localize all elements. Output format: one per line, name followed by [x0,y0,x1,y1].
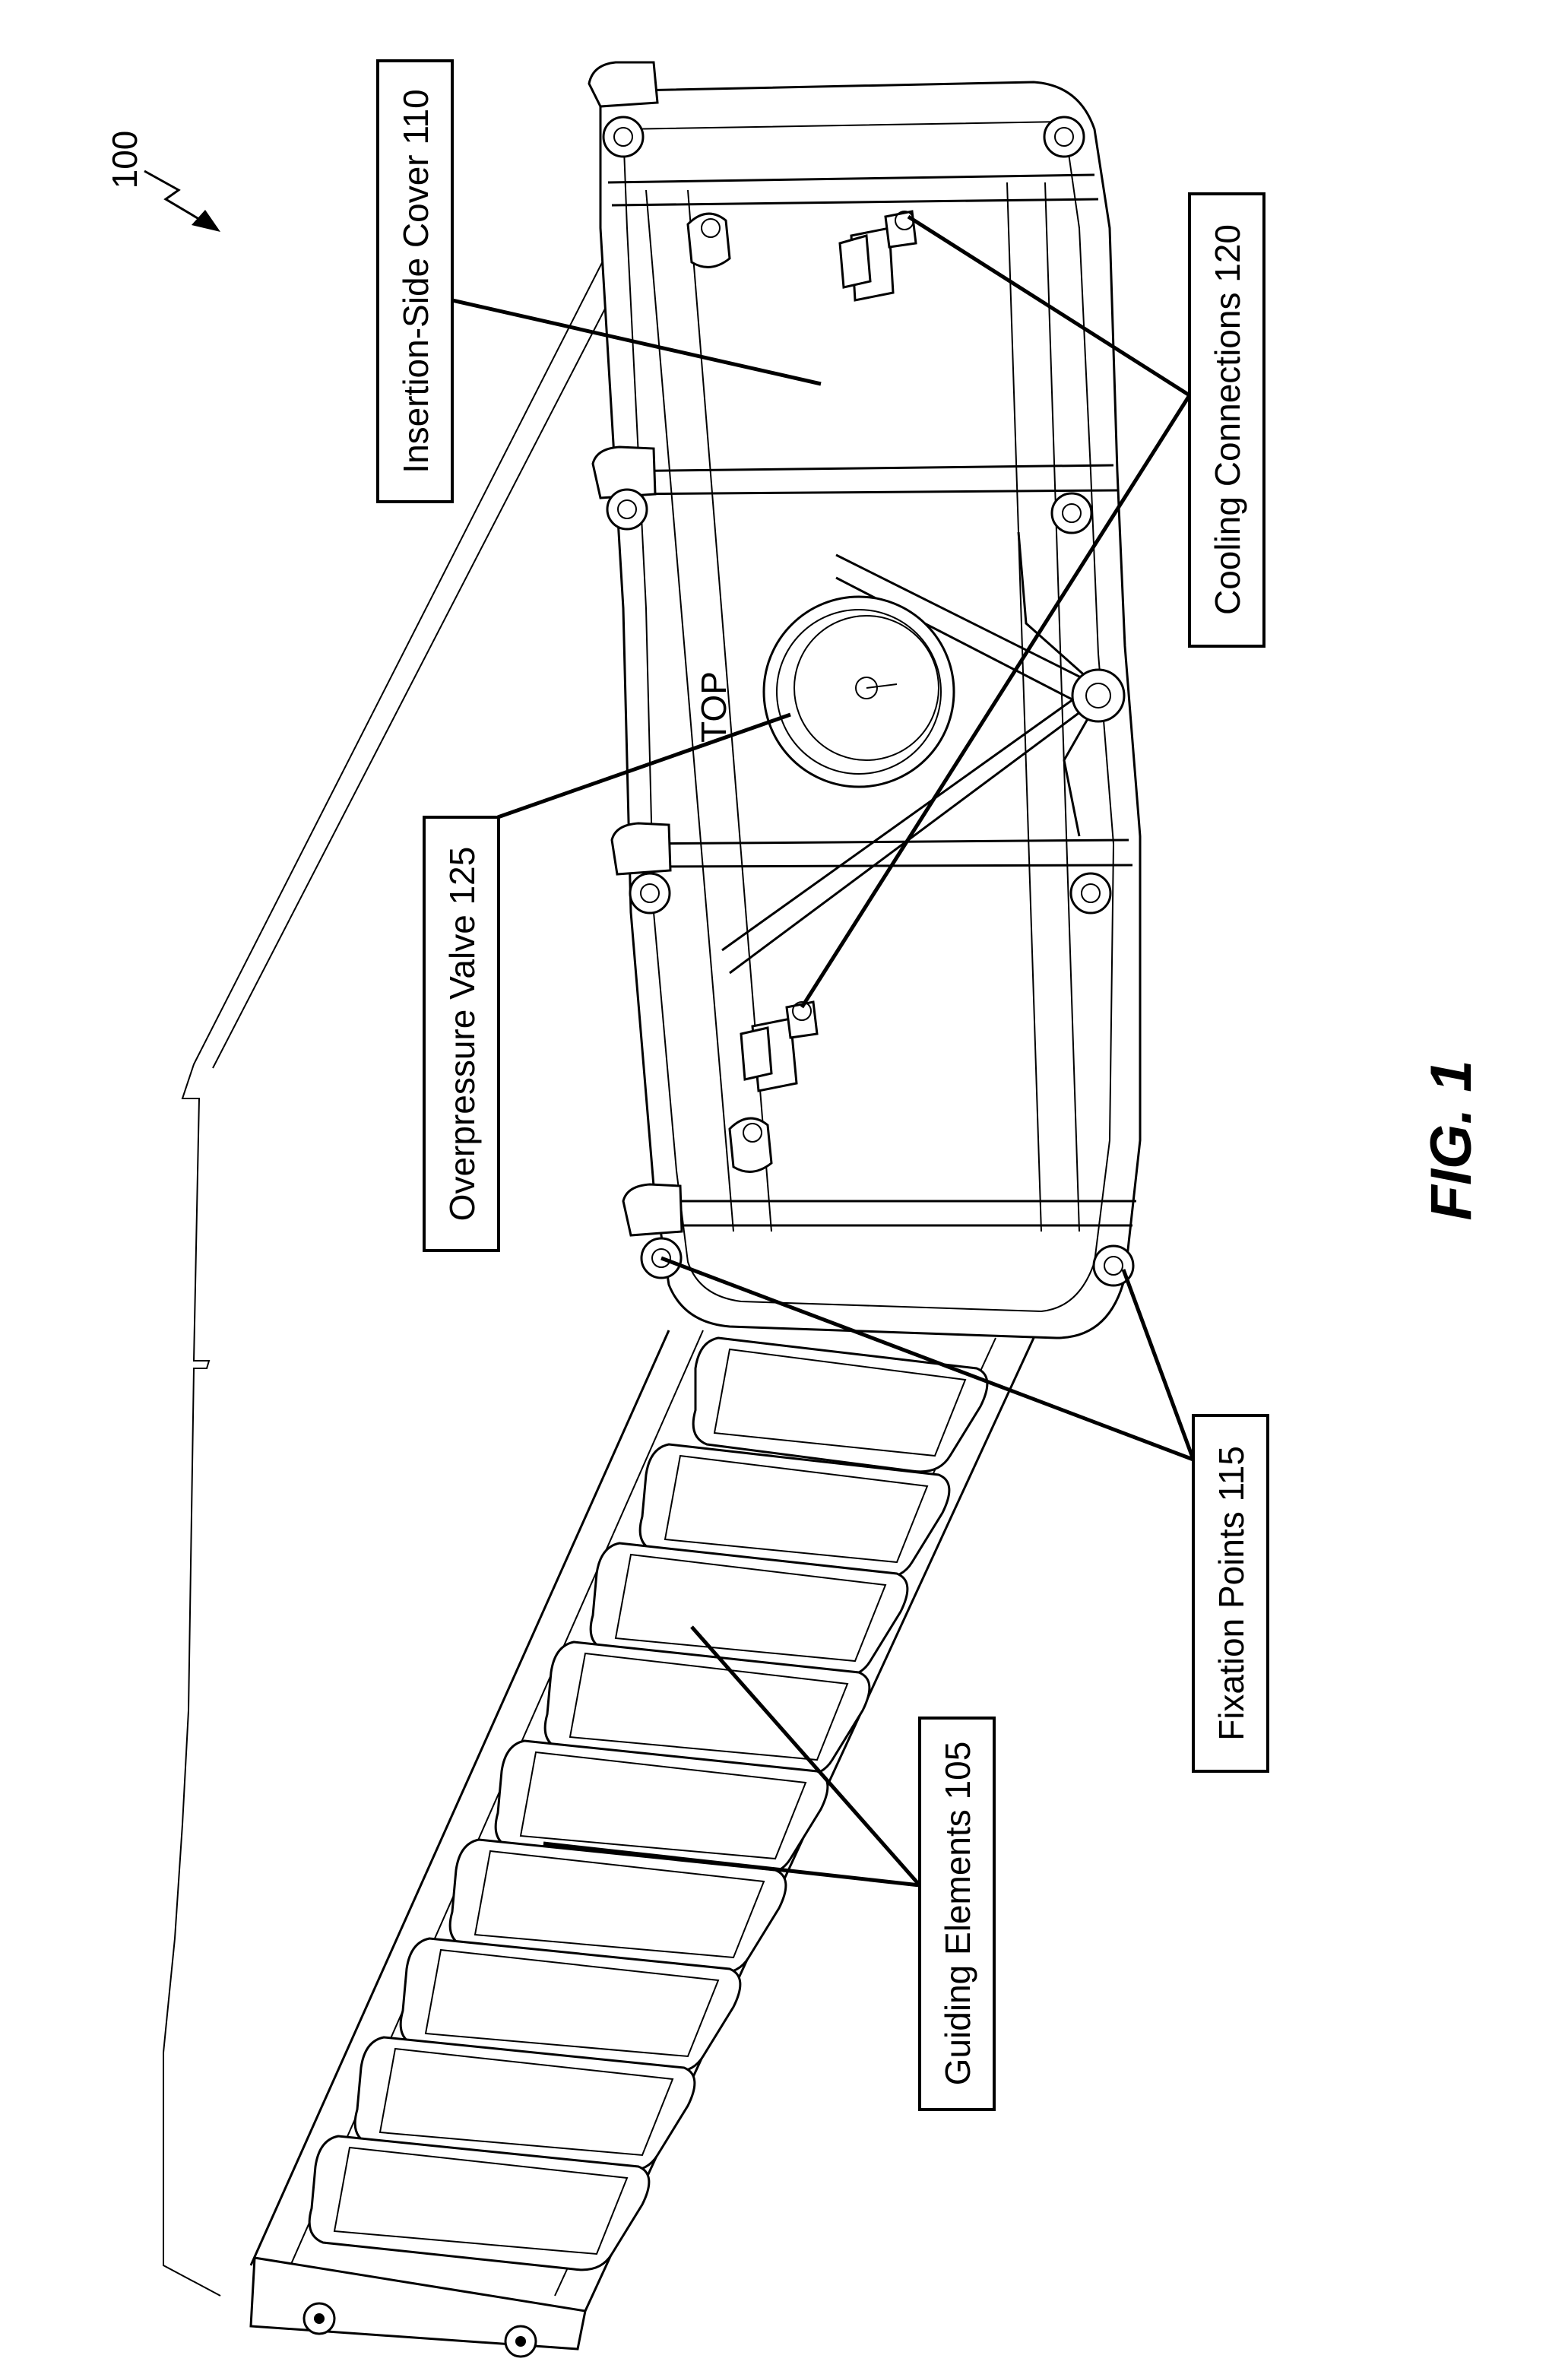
callout-cooling-connections: Cooling Connections 120 [1189,194,1264,646]
svg-text:Overpressure Valve 125: Overpressure Valve 125 [442,847,482,1222]
boss [1072,670,1124,721]
fixation-point [630,873,670,913]
fixation-point [1044,117,1084,157]
figure-caption: FIG. 1 [1419,1060,1484,1220]
ref-arrow [144,171,201,220]
ref-number-100: 100 [105,131,144,189]
fixation-point [603,117,643,157]
callout-insertion-side-cover: Insertion-Side Cover 110 [378,61,452,502]
ref-arrowhead [192,210,220,232]
callout-guiding-elements: Guiding Elements 105 [920,1718,994,2110]
svg-text:Guiding Elements 105: Guiding Elements 105 [938,1742,977,2086]
svg-text:Cooling Connections 120: Cooling Connections 120 [1208,224,1247,615]
fixation-point [1052,493,1091,533]
guiding-slots [309,1338,987,2270]
svg-text:Insertion-Side Cover 110: Insertion-Side Cover 110 [396,89,436,473]
fixation-point [607,490,647,529]
svg-text:Fixation Points 115: Fixation Points 115 [1212,1446,1251,1741]
callout-overpressure-valve: Overpressure Valve 125 [424,817,499,1251]
fixation-point [1071,873,1110,913]
top-marking: TOP [694,671,733,743]
overpressure-valve [764,597,954,787]
callout-fixation-points: Fixation Points 115 [1193,1415,1268,1771]
